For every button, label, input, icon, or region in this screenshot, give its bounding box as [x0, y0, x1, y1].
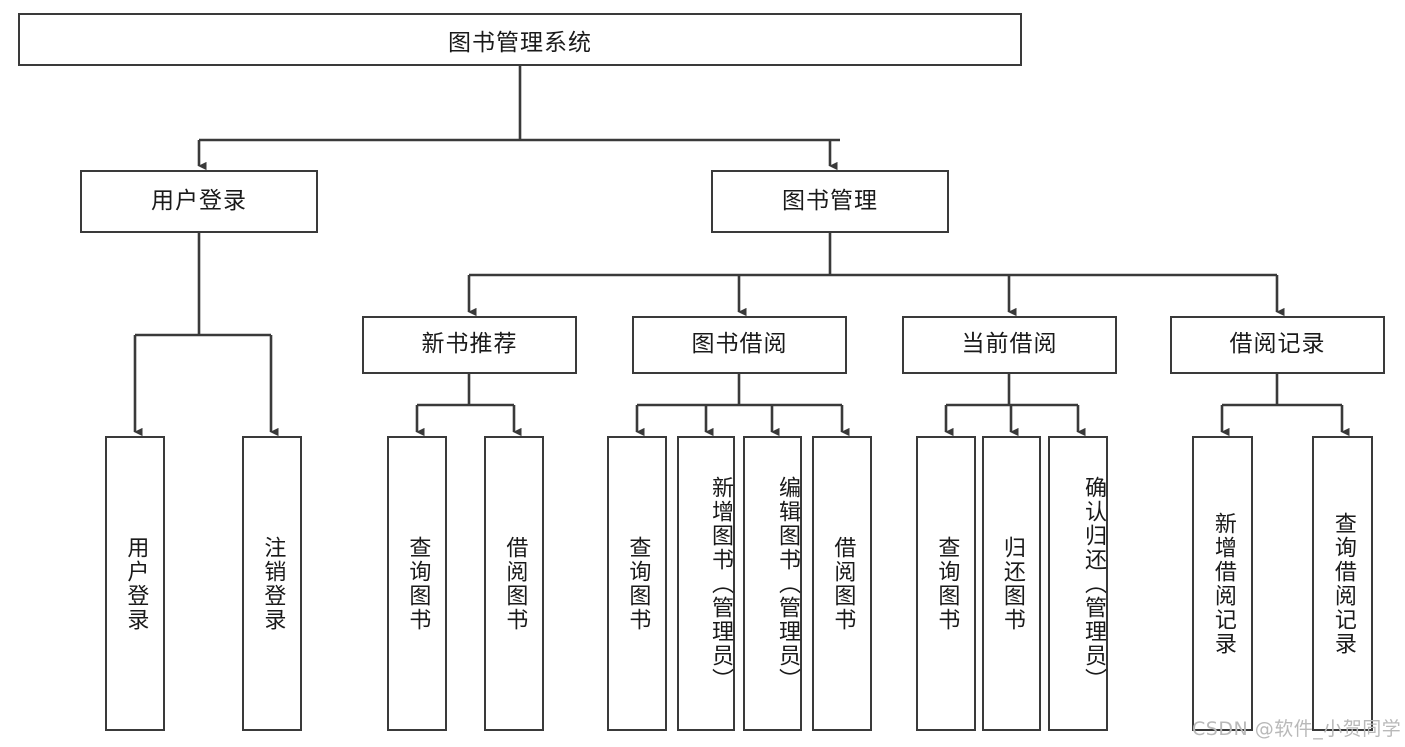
leaf-query-book-recommend[interactable]: 查询图书	[387, 436, 447, 731]
node-new-book-recommend[interactable]: 新书推荐	[362, 316, 577, 374]
node-book-borrow[interactable]: 图书借阅	[632, 316, 847, 374]
leaf-edit-book-admin[interactable]: 编辑图书（管理员）	[743, 436, 802, 731]
leaf-user-login[interactable]: 用户登录	[105, 436, 165, 731]
leaf-return-book[interactable]: 归还图书	[982, 436, 1041, 731]
node-root-system[interactable]: 图书管理系统	[18, 13, 1022, 66]
node-book-manage[interactable]: 图书管理	[711, 170, 949, 233]
node-user-login[interactable]: 用户登录	[80, 170, 318, 233]
leaf-add-borrow-record[interactable]: 新增借阅记录	[1192, 436, 1253, 731]
leaf-confirm-return-admin[interactable]: 确认归还（管理员）	[1048, 436, 1108, 731]
leaf-borrow-book-borrow[interactable]: 借阅图书	[812, 436, 872, 731]
node-current-borrow[interactable]: 当前借阅	[902, 316, 1117, 374]
leaf-query-book-current[interactable]: 查询图书	[916, 436, 976, 731]
leaf-query-borrow-record[interactable]: 查询借阅记录	[1312, 436, 1373, 731]
leaf-borrow-book-recommend[interactable]: 借阅图书	[484, 436, 544, 731]
leaf-user-logout[interactable]: 注销登录	[242, 436, 302, 731]
csdn-watermark: CSDN @软件_小贺同学	[1192, 718, 1402, 740]
leaf-query-book-borrow[interactable]: 查询图书	[607, 436, 667, 731]
node-borrow-record[interactable]: 借阅记录	[1170, 316, 1385, 374]
leaf-add-book-admin[interactable]: 新增图书（管理员）	[677, 436, 735, 731]
